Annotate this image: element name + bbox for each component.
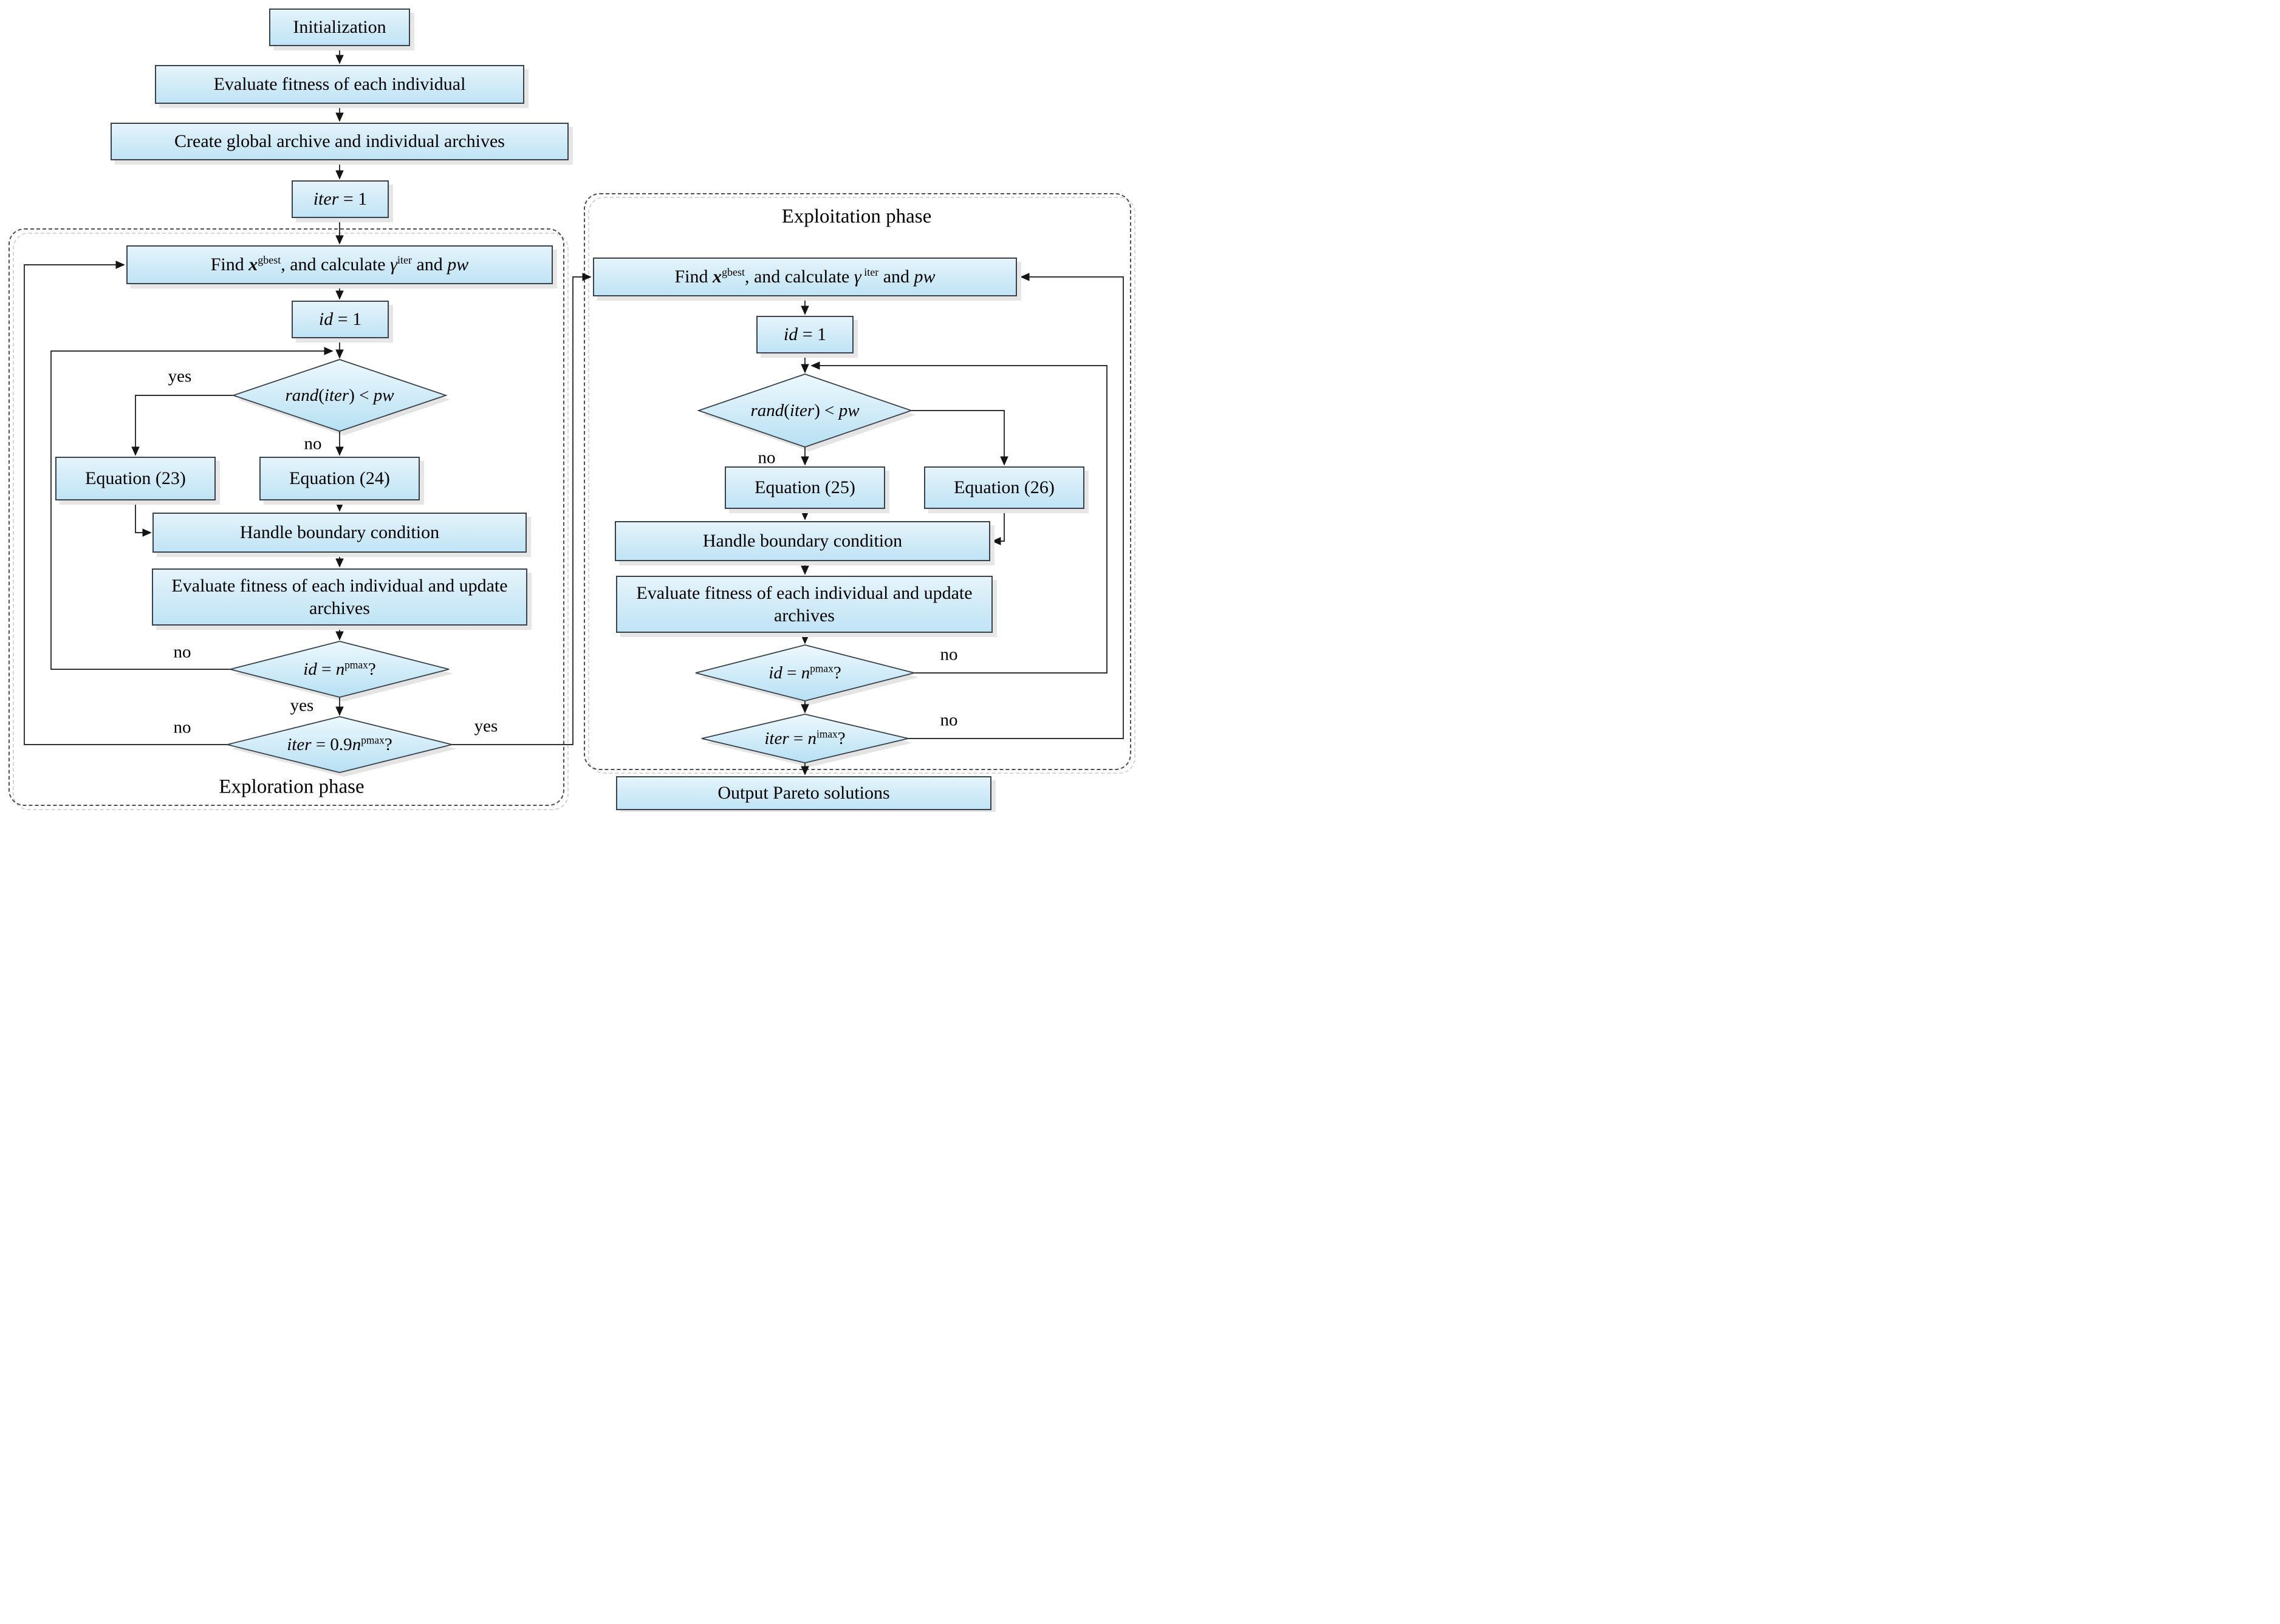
node-iter-check-right: iter = nimax?: [702, 714, 908, 763]
node-label: iter = 0.9npmax?: [287, 733, 392, 754]
node-find-gbest-left: Find xgbest, and calculate γiter and pw: [126, 245, 553, 284]
edge-eq26-to-handle: [991, 509, 1005, 545]
edge-label-iter-right-no: no: [940, 710, 958, 730]
node-label: Equation (24): [289, 468, 390, 489]
node-label: Output Pareto solutions: [717, 783, 890, 803]
id-decision-left-shape: [230, 641, 450, 698]
node-label: iter = nimax?: [764, 727, 846, 748]
node-label: Initialization: [293, 17, 386, 38]
node-label: Evaluate fitness of each individual and …: [636, 582, 973, 626]
node-evaluate-fitness: Evaluate fitness of each individual: [155, 65, 524, 104]
edge-label-iter-left-yes: yes: [474, 716, 498, 736]
edge-label-rand-right-no: no: [758, 448, 776, 468]
iter-decision-left-shape: [227, 716, 453, 773]
rand-decision-right-shape: [697, 374, 913, 448]
rand-decision-left-shape: [231, 359, 448, 432]
edge-eq23-to-handle: [135, 500, 152, 537]
id-decision-right-shape: [695, 644, 915, 701]
node-equation-24: Equation (24): [259, 457, 420, 500]
node-output-pareto: Output Pareto solutions: [616, 776, 991, 810]
node-label: id = 1: [783, 324, 827, 345]
node-id-check-left: id = npmax?: [230, 641, 449, 697]
node-id-init-right: id = 1: [756, 316, 854, 353]
exploration-phase-label: Exploration phase: [219, 776, 365, 798]
edge-idcheck-no-loop-left: [50, 347, 334, 670]
edge-label-id-left-yes: yes: [290, 695, 314, 715]
node-label: Evaluate fitness of each individual: [213, 74, 466, 95]
edge-rand-yes-left: [131, 395, 233, 456]
node-rand-decision-right: rand(iter) < pw: [699, 374, 911, 447]
node-label: id = npmax?: [769, 661, 841, 683]
node-evaluate-update-left: Evaluate fitness of each individual and …: [152, 568, 527, 626]
edge-itercheck-yes-to-right: [452, 273, 592, 745]
node-iter-check-left: iter = 0.9npmax?: [227, 717, 452, 773]
edge-rand-yes-right: [911, 410, 1008, 466]
node-evaluate-update-right: Evaluate fitness of each individual and …: [616, 576, 993, 633]
edge-label-iter-left-no: no: [173, 717, 191, 737]
node-label: Equation (26): [954, 477, 1055, 498]
edge-label-rand-left-no: no: [304, 434, 322, 454]
node-handle-boundary-right: Handle boundary condition: [615, 521, 990, 561]
node-label: iter = 1: [313, 189, 368, 210]
node-label: rand(iter) < pw: [285, 385, 394, 405]
node-label: id = npmax?: [303, 658, 376, 679]
edge-label-id-left-no: no: [173, 642, 191, 662]
edge-idcheck-no-loop-right: [810, 361, 1107, 674]
iter-decision-right-shape: [701, 714, 909, 763]
edge-itercheck-no-loop-left: [24, 261, 227, 745]
flow-connectors: [24, 46, 1124, 777]
node-label: id = 1: [318, 309, 362, 330]
node-label: Evaluate fitness of each individual and …: [171, 575, 508, 619]
edge-label-rand-left-yes: yes: [168, 366, 192, 386]
flowchart-canvas: Initialization Evaluate fitness of each …: [0, 0, 1140, 812]
node-label: Equation (23): [85, 468, 186, 489]
edge-label-id-right-no: no: [940, 644, 958, 664]
exploitation-phase-label: Exploitation phase: [781, 205, 932, 228]
node-initialization: Initialization: [269, 9, 410, 46]
node-equation-25: Equation (25): [725, 466, 885, 509]
node-label: Find xgbest, and calculate γiter and pw: [210, 254, 469, 275]
node-label: Handle boundary condition: [702, 531, 903, 551]
node-id-init-left: id = 1: [292, 301, 389, 338]
node-label: Equation (25): [755, 477, 855, 498]
node-find-gbest-right: Find xgbest, and calculate γ iter and pw: [593, 258, 1017, 296]
exploitation-region-echo: [588, 197, 1135, 774]
node-rand-decision-left: rand(iter) < pw: [233, 360, 446, 431]
exploration-region-echo: [13, 233, 569, 810]
node-label: Handle boundary condition: [239, 522, 440, 543]
node-create-archives: Create global archive and individual arc…: [111, 123, 569, 160]
node-handle-boundary-left: Handle boundary condition: [152, 513, 527, 553]
region-exploration-phase: [9, 228, 564, 806]
node-id-check-right: id = npmax?: [696, 645, 914, 701]
node-iter-init: iter = 1: [292, 180, 389, 218]
node-equation-23: Equation (23): [55, 457, 216, 500]
node-label: Create global archive and individual arc…: [174, 131, 505, 152]
node-label: rand(iter) < pw: [750, 400, 860, 420]
node-equation-26: Equation (26): [924, 466, 1084, 509]
edge-itercheck-no-loop-right: [908, 273, 1124, 739]
region-exploitation-phase: [584, 193, 1131, 770]
node-label: Find xgbest, and calculate γ iter and pw: [674, 266, 936, 287]
